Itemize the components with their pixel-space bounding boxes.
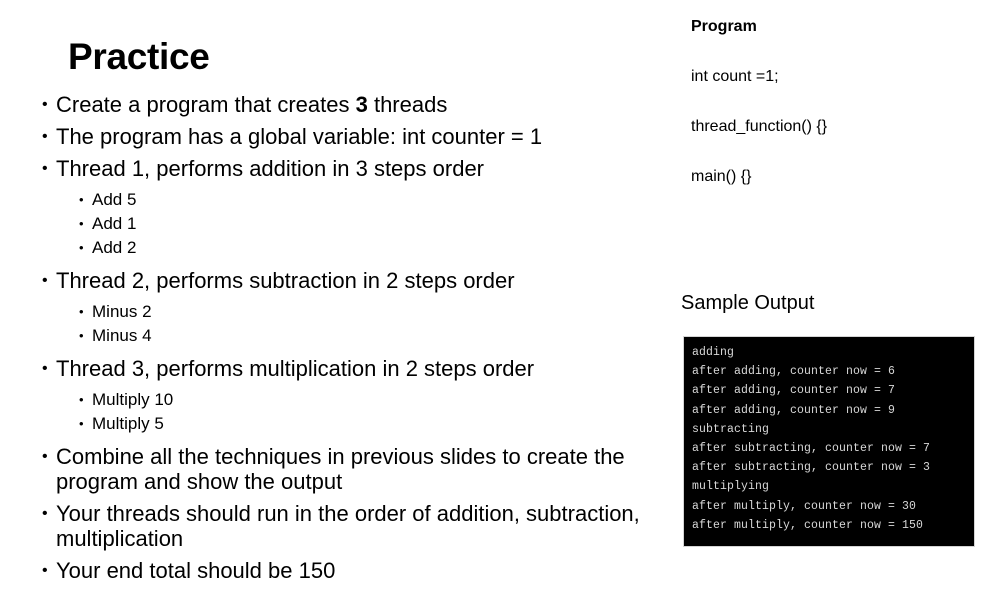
sub-list-item: • Add 2	[79, 236, 660, 259]
bullet-dot-icon: •	[42, 160, 48, 177]
sub-list-item: • Add 1	[79, 212, 660, 235]
list-item-emphasis: 3	[355, 92, 368, 117]
left-content-column: Practice • Create a program that creates…	[42, 36, 640, 583]
list-item-label: Create a program that creates 3 threads	[56, 92, 660, 117]
sub-list-item: • Multiply 5	[79, 412, 660, 435]
bullet-dot-icon: •	[42, 128, 48, 145]
list-item: • Thread 1, performs addition in 3 steps…	[42, 156, 660, 181]
list-item-label: Your end total should be 150	[56, 558, 336, 583]
list-item-label: The program has a global variable: int c…	[56, 124, 543, 149]
program-code-line: main() {}	[691, 168, 752, 185]
bullet-dot-icon: •	[42, 505, 48, 522]
bullet-dot-icon: •	[79, 392, 84, 407]
bullet-dot-icon: •	[79, 304, 84, 319]
sub-list-item: • Multiply 10	[79, 388, 660, 411]
sub-list-item-label: Multiply 10	[92, 390, 174, 409]
bullet-dot-icon: •	[79, 416, 84, 431]
program-code-line: thread_function() {}	[691, 118, 828, 135]
sub-list-item-label: Add 2	[92, 238, 137, 257]
terminal-line: after adding, counter now = 9	[692, 403, 896, 417]
sub-list-item: • Minus 2	[79, 300, 660, 323]
list-item: • Your threads should run in the order o…	[42, 501, 660, 551]
right-content-column: Program int count =1; thread_function() …	[668, 0, 989, 555]
sub-list-item: • Add 5	[79, 188, 660, 211]
bullet-dot-icon: •	[79, 216, 84, 231]
terminal-line: after adding, counter now = 6	[692, 365, 896, 379]
bullet-dot-icon: •	[42, 562, 48, 579]
list-item-label: Thread 1, performs addition in 3 steps o…	[56, 156, 485, 181]
sub-list-item-label: Minus 4	[92, 326, 152, 345]
terminal-line: after multiply, counter now = 30	[692, 499, 917, 513]
bullet-dot-icon: •	[79, 192, 84, 207]
list-item: • Your end total should be 150	[42, 558, 660, 583]
list-item-label: Combine all the techniques in previous s…	[56, 444, 625, 494]
terminal-line: after multiply, counter now = 150	[692, 518, 924, 532]
list-item-label: Your threads should run in the order of …	[56, 501, 640, 551]
list-item-text-before: Create a program that creates	[56, 92, 356, 117]
terminal-lines: adding after adding, counter now = 6 aft…	[684, 337, 974, 535]
terminal-line: multiplying	[692, 480, 770, 494]
program-heading: Program	[691, 18, 757, 35]
list-item: • The program has a global variable: int…	[42, 124, 660, 149]
sub-list-item: • Minus 4	[79, 324, 660, 347]
terminal-output-panel: adding after adding, counter now = 6 aft…	[683, 336, 975, 547]
list-item: • Thread 2, performs subtraction in 2 st…	[42, 268, 660, 293]
bullet-dot-icon: •	[42, 96, 48, 113]
bullet-list: • Create a program that creates 3 thread…	[42, 92, 660, 590]
terminal-line: adding	[692, 346, 735, 359]
list-item: • Create a program that creates 3 thread…	[42, 92, 660, 117]
sub-list-item-label: Add 5	[92, 190, 137, 209]
sample-output-heading: Sample Output	[681, 292, 815, 314]
program-code-block: int count =1; thread_function() {} main(…	[691, 67, 981, 217]
list-item-text-after: threads	[367, 92, 448, 117]
program-code-line: int count =1;	[691, 68, 779, 85]
bullet-dot-icon: •	[42, 272, 48, 289]
bullet-dot-icon: •	[79, 240, 84, 255]
bullet-dot-icon: •	[79, 328, 84, 343]
sub-list-item-label: Multiply 5	[92, 414, 164, 433]
terminal-line: subtracting	[692, 422, 770, 436]
sub-list-item-label: Add 1	[92, 214, 137, 233]
terminal-line: after subtracting, counter now = 3	[692, 461, 931, 475]
sub-list-item-label: Minus 2	[92, 302, 152, 321]
bullet-dot-icon: •	[42, 448, 48, 465]
list-item: • Thread 3, performs multiplication in 2…	[42, 356, 660, 381]
list-item-label: Thread 2, performs subtraction in 2 step…	[56, 268, 515, 293]
list-item: • Combine all the techniques in previous…	[42, 444, 660, 494]
terminal-line: after adding, counter now = 7	[692, 384, 896, 398]
bullet-dot-icon: •	[42, 360, 48, 377]
page-title: Practice	[68, 36, 210, 77]
terminal-line: after subtracting, counter now = 7	[692, 442, 931, 456]
list-item-label: Thread 3, performs multiplication in 2 s…	[56, 356, 535, 381]
